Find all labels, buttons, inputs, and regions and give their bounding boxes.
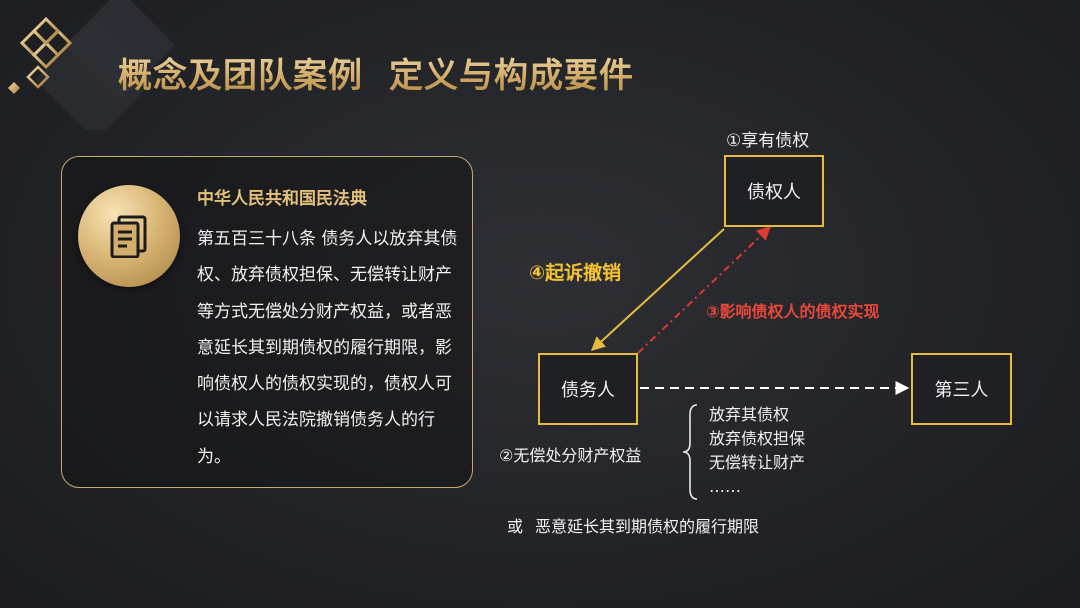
or-text: 恶意延长其到期债权的履行期限 [535,517,760,536]
third-party-box: 第三人 [911,353,1012,425]
list-item: 放弃债权担保 [709,429,806,448]
brace-icon [682,404,698,500]
law-article-text: 第五百三十八条 债务人以放弃其债权、放弃债权担保、无偿转让财产等方式无偿处分财产… [197,229,458,467]
list-item: 无偿转让财产 [709,453,806,472]
law-card: 中华人民共和国民法典 第五百三十八条 债务人以放弃其债权、放弃债权担保、无偿转让… [61,156,473,488]
enjoy-claim-label: ①享有债权 [726,131,810,151]
law-title: 中华人民共和国民法典 [197,189,367,209]
or-prefix: 或 [507,517,524,536]
corner-ornament [8,0,175,130]
document-badge [78,185,180,287]
list-item: …… [709,477,741,496]
creditor-box: 债权人 [724,155,824,227]
title-main: 概念及团队案例 [118,56,363,96]
disposal-list: 放弃其债权 放弃债权担保 无偿转让财产 …… [709,403,805,499]
title-sub: 定义与构成要件 [389,56,634,96]
sue-revoke-label: ④起诉撤销 [529,262,622,284]
document-icon [110,215,147,258]
affect-claim-label: ③影响债权人的债权实现 [706,302,880,321]
sue-arrow [590,228,725,351]
or-note: 或恶意延长其到期债权的履行期限 [507,513,759,537]
list-item: 放弃其债权 [709,405,790,424]
debtor-box: 债务人 [538,353,638,425]
affect-arrow [637,226,772,354]
free-disposal-label: ②无偿处分财产权益 [499,446,642,465]
slide-title: 概念及团队案例定义与构成要件 [118,48,634,97]
